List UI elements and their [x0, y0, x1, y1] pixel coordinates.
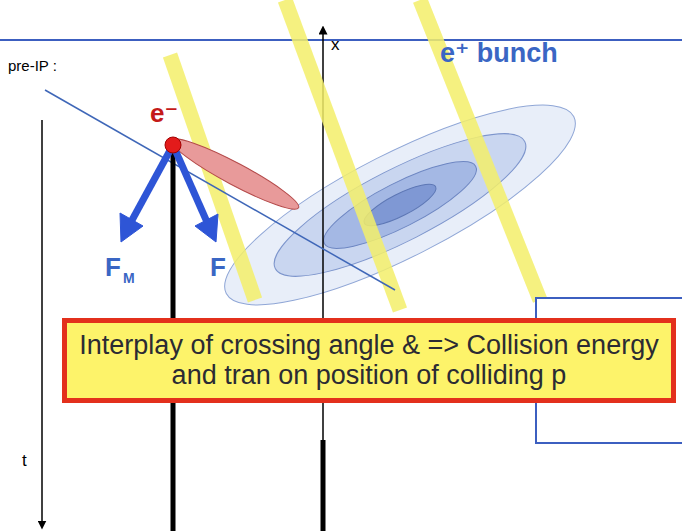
bunch-label: e⁺ bunch: [440, 40, 558, 67]
axis-label: x: [331, 36, 340, 53]
callout-box: Interplay of crossing angle & => Collisi…: [62, 318, 676, 403]
time-line: [321, 440, 326, 531]
axis-label: t: [22, 452, 27, 469]
callout-text: Interplay of crossing angle & => Collisi…: [77, 331, 661, 390]
particle-label: e⁻: [150, 100, 178, 126]
trajectory-line: [45, 90, 395, 290]
stage-label: pre-IP :: [8, 58, 57, 73]
force-label: F: [105, 254, 121, 280]
time-axis: [41, 120, 43, 525]
force-subscript: M: [123, 271, 135, 285]
electron-dot: [165, 137, 181, 153]
frame-line: [0, 39, 682, 41]
force-arrow: [120, 145, 218, 242]
force-label: F: [210, 254, 226, 280]
